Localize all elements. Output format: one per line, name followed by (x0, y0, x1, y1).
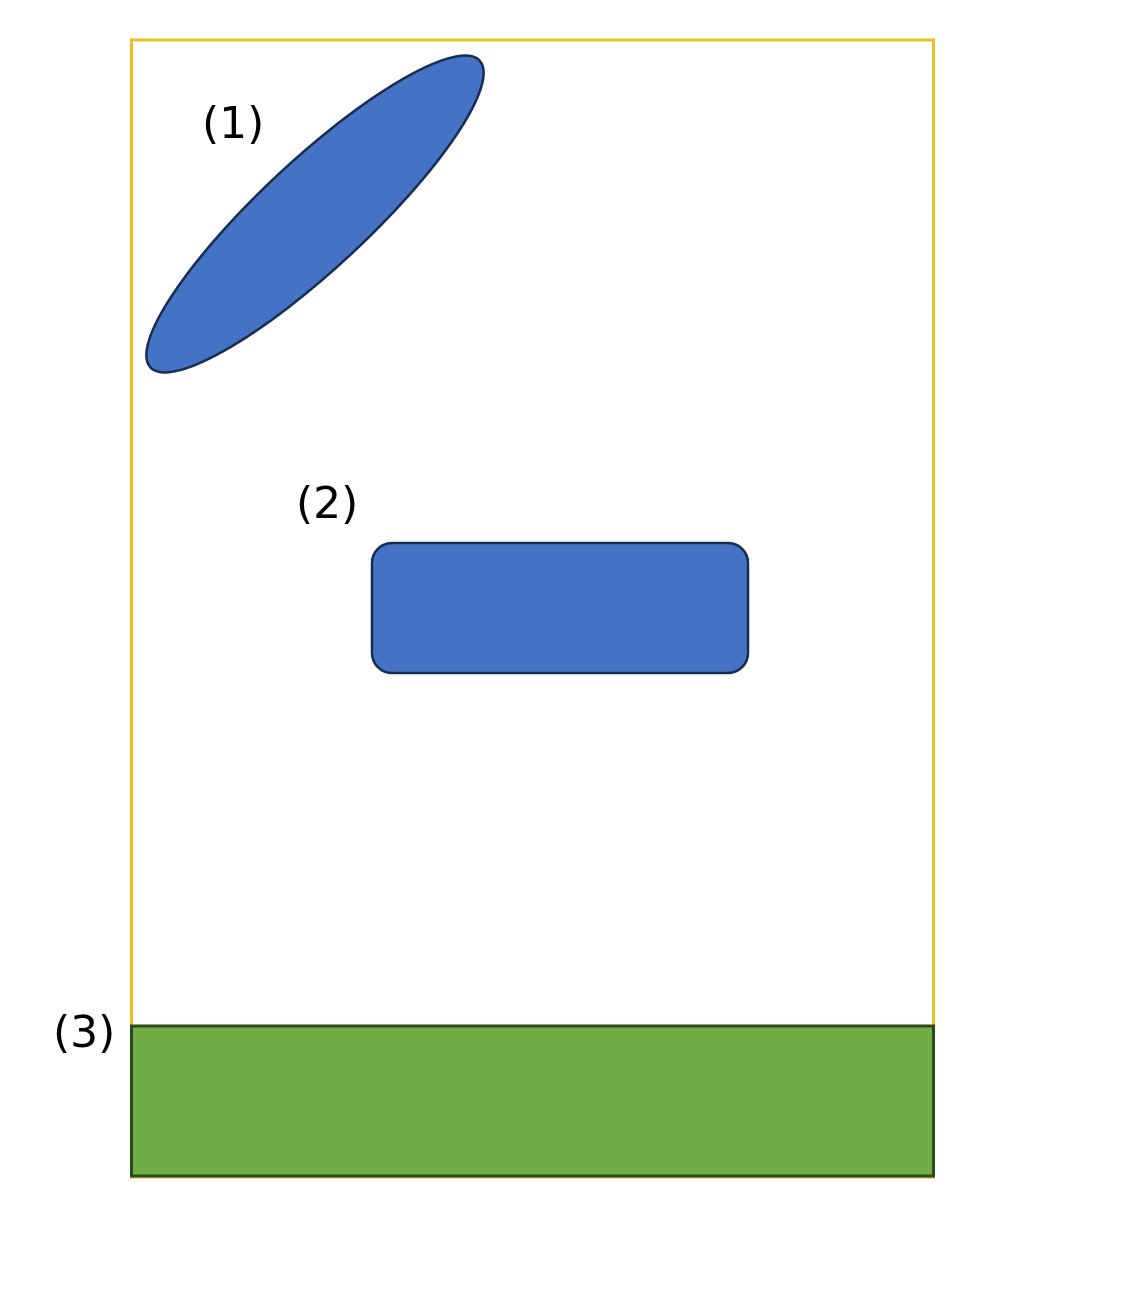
shape-2-label: (2) (296, 478, 358, 529)
shape-2-rounded-rectangle[interactable] (370, 541, 750, 675)
shape-1-ellipse[interactable] (114, 21, 517, 407)
shape-3-rectangle[interactable] (130, 1024, 935, 1178)
shape-1-label: (1) (202, 98, 264, 149)
shape-3-label: (3) (53, 1007, 115, 1058)
